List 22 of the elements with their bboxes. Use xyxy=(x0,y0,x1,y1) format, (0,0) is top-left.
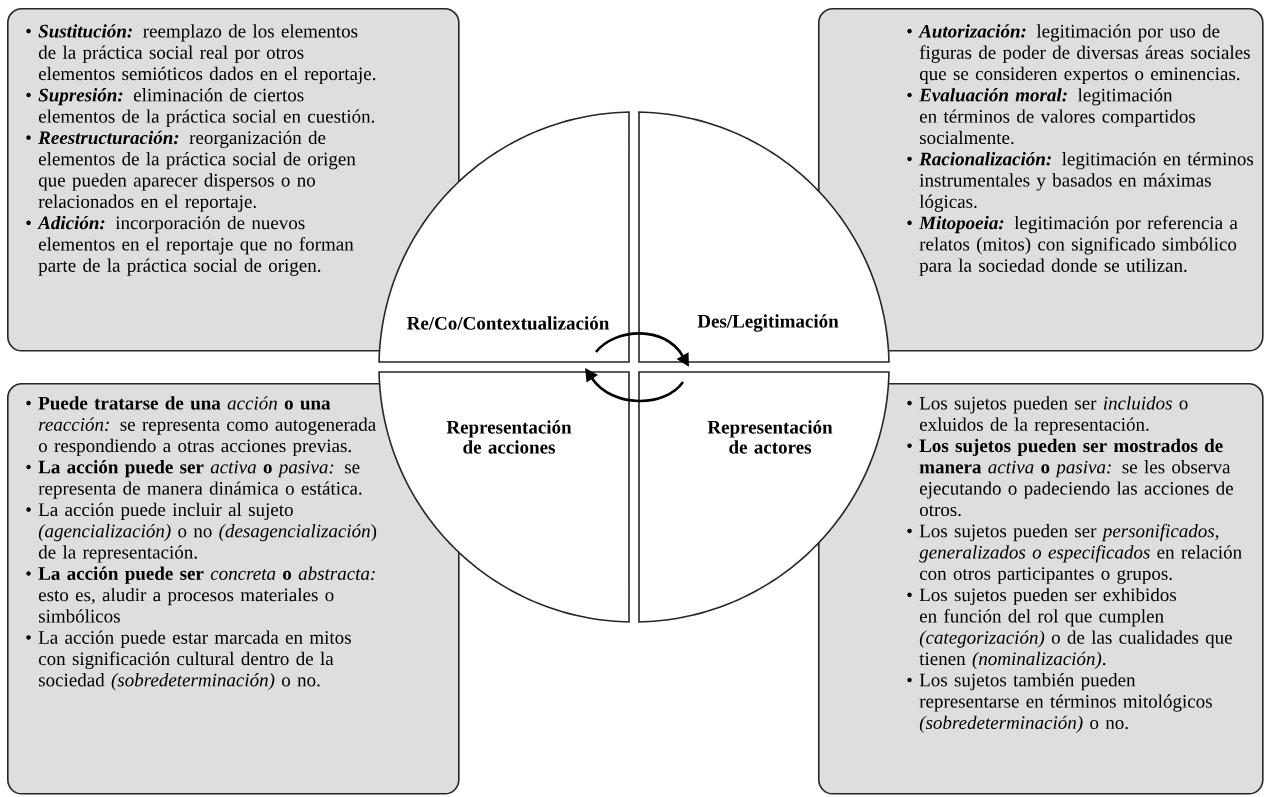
list-item: • La acción puede ser activa o pasiva: se representa de manera dinámica o estática. xyxy=(26,460,362,499)
list-item: • Los sujetos pueden ser mostrados de manera activa o pasiva: se les observa ejecutando o padeciendo las acciones de otros. xyxy=(907,438,1233,517)
list-item: • Puede tratarse de una acción o una reacción: se representa como autogenerada o respondiendo a otras acciones previas. xyxy=(26,396,376,457)
list-item: • Evaluación moral: legitimación en términos de valores compartidos socialmente. xyxy=(907,88,1196,145)
quadrant: Representación de acciones xyxy=(378,371,630,623)
list-item: • Reestructuración: reorganización de elementos de la práctica social de origen que pueden aparecer dispersos o no relacionados en el reportaje. xyxy=(26,130,356,212)
list-item: • Los sujetos pueden ser incluidos o exluidos de la representación. xyxy=(907,396,1188,435)
list-item: • Los sujetos pueden ser personificados, generalizados o especificados en relación con otros participantes o grupos. xyxy=(907,523,1242,584)
list-item: • Racionalización: legitimación en términos instrumentales y basados en máximas lógicas. xyxy=(907,152,1254,212)
list-item: • La acción puede estar marcada en mitos con significación cultural dentro de la sociedad (sobredeterminación) o no. xyxy=(26,630,351,691)
list-item: • Mitopoeia: legitimación por referencia a relatos (mitos) con significado simbólico para la sociedad donde se utilizan. xyxy=(907,215,1238,276)
list-item: • Sustitución: reemplazo de los elementos de la práctica social real por otros elementos semióticos dados en el reportaje. xyxy=(26,24,376,85)
list-item: • Los sujetos pueden ser exhibidos en función del rol que cumplen (categorización) o de las cualidades que tienen (nominalización). xyxy=(907,587,1232,669)
quadrant: Representación de actores xyxy=(638,371,890,623)
quadrant: Re/Co/Contextualización xyxy=(378,111,630,363)
list-item: • Autorización: legitimación por uso de figuras de poder de diversas áreas sociales que se consideren expertos o eminencias. xyxy=(907,24,1250,85)
quadrant: Des/Legitimación xyxy=(638,111,890,363)
list-item: • Adición: incorporación de nuevos elementos en el reportaje que no forman parte de la práctica social de origen. xyxy=(26,215,354,276)
list-item: • Supresión: eliminación de ciertos elementos de la práctica social en cuestión. xyxy=(26,88,375,127)
list-item: • La acción puede ser concreta o abstracta: esto es, aludir a procesos materiales o simbólicos xyxy=(26,566,375,623)
list-item: • Los sujetos también pueden representarse en términos mitológicos (sobredeterminación) o no. xyxy=(907,673,1212,733)
list-item: • La acción puede incluir al sujeto (agencialización) o no (desagencialización) de la representación. xyxy=(26,502,377,563)
